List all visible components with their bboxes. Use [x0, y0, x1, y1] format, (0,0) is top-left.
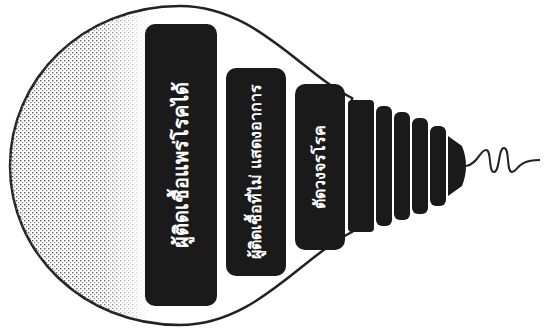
- text-band: ผู้ติดเชื้อแพร่โรคได้: [145, 24, 217, 306]
- filament-squiggle: [466, 148, 540, 172]
- band-label: ผู้ติดเชื้อแพร่โรคได้: [169, 34, 193, 296]
- glass-shading: [0, 0, 360, 331]
- text-band: ผู้ติดเชื้อที่ไม่ แสดงอาการ: [226, 68, 286, 276]
- text-band: ตัดวงจรโรค: [295, 84, 345, 250]
- bulb-base: [348, 100, 466, 232]
- band-label: ผู้ติดเชื้อที่ไม่ แสดงอาการ: [246, 78, 265, 266]
- band-label: ตัดวงจรโรค: [310, 94, 329, 240]
